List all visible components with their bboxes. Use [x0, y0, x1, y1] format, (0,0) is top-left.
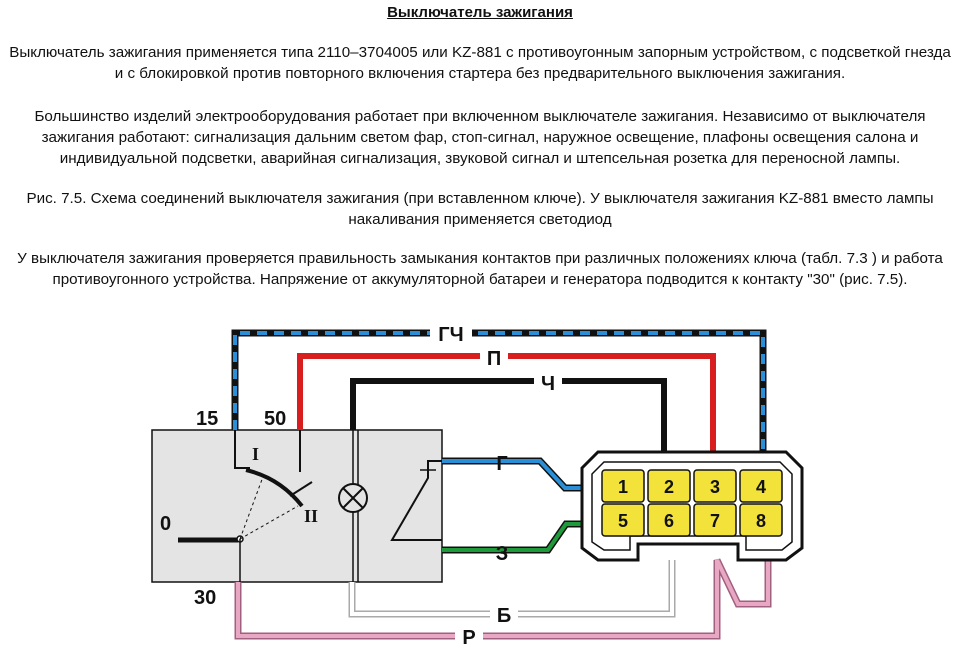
- pin-label-5: 5: [618, 511, 628, 531]
- pin-2: [647, 469, 691, 503]
- pin-5: [601, 503, 645, 537]
- lamp-icon: [338, 430, 368, 582]
- position-label-0: 0: [160, 513, 171, 535]
- wire-label-gch: ГЧ: [438, 324, 463, 346]
- wire-label-b: Б: [497, 605, 511, 627]
- terminal-label-15: 15: [196, 408, 218, 430]
- pin-label-7: 7: [710, 511, 720, 531]
- pin-8: [739, 503, 783, 537]
- pin-label-2: 2: [664, 477, 674, 497]
- label-bg-gch: [430, 320, 472, 346]
- wire-ch: [350, 378, 667, 452]
- wire-g: [442, 457, 582, 492]
- wire-z: [442, 520, 582, 554]
- pin-6: [647, 503, 691, 537]
- wire-label-ch: Ч: [541, 373, 555, 395]
- pin-label-3: 3: [710, 477, 720, 497]
- page-title: Выключатель зажигания: [387, 4, 573, 21]
- pin-4: [739, 469, 783, 503]
- label-bg-r: [455, 624, 483, 650]
- label-bg-ch: [534, 370, 562, 396]
- label-bg-p: [480, 344, 508, 370]
- paragraph-equipment: Большинство изделий электрооборудования …: [34, 108, 926, 167]
- position-label-i: I: [252, 444, 259, 464]
- pin-label-6: 6: [664, 511, 674, 531]
- switch-contacts: [178, 430, 313, 582]
- position-label-ii: II: [304, 506, 318, 526]
- connector-pins: 1 2 3 4 5 6 7 8: [601, 469, 783, 537]
- terminal-label-30: 30: [194, 587, 216, 609]
- wire-gch: [231, 329, 767, 452]
- wire-label-g: Г: [496, 453, 507, 475]
- wire-label-p: П: [487, 348, 501, 370]
- wire-label-r: Р: [462, 627, 475, 649]
- pin-7: [693, 503, 737, 537]
- relay-contact: [390, 460, 442, 541]
- pin-label-8: 8: [756, 511, 766, 531]
- wire-label-z: З: [496, 543, 509, 565]
- pin-label-1: 1: [618, 477, 628, 497]
- pin-3: [693, 469, 737, 503]
- switch-body: [151, 429, 443, 583]
- pin-1: [601, 469, 645, 503]
- wire-r: [234, 558, 772, 640]
- terminal-label-50: 50: [264, 408, 286, 430]
- figure-caption: Рис. 7.5. Схема соединений выключателя з…: [26, 190, 934, 228]
- paragraph-intro: Выключатель зажигания применяется типа 2…: [9, 44, 951, 82]
- label-bg-b: [490, 602, 518, 628]
- pin-label-4: 4: [756, 477, 766, 497]
- paragraph-check: У выключателя зажигания проверяется прав…: [17, 250, 943, 288]
